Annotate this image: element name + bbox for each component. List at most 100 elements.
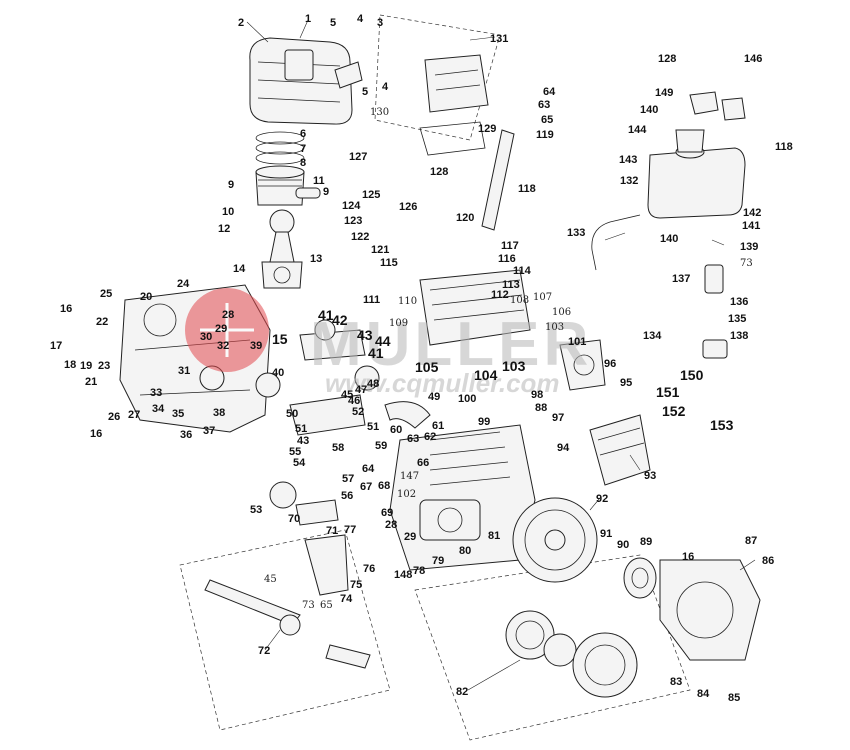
part-label-118b: 118 [775,141,793,153]
part-label-70: 70 [288,513,300,525]
recoil-starter [505,610,638,698]
part-label-136: 136 [730,296,748,308]
part-label-141: 141 [742,220,760,232]
part-label-41b: 41 [368,345,384,361]
part-label-3: 3 [377,17,383,29]
part-label-16c: 16 [682,551,694,563]
valve-cover [419,54,489,156]
part-label-23: 23 [98,360,110,372]
part-label-131: 131 [490,33,508,45]
part-label-28: 28 [222,309,234,321]
part-label-101: 101 [568,336,586,348]
part-label-88: 88 [535,402,547,414]
part-label-62: 62 [424,431,436,443]
part-label-43: 43 [357,327,373,343]
part-label-6: 6 [300,128,306,140]
part-label-28b: 28 [385,519,397,531]
part-label-40: 40 [272,367,284,379]
exhaust-flange [559,339,606,391]
part-label-27: 27 [128,409,140,421]
part-label-36: 36 [180,429,192,441]
part-label-15: 15 [272,331,288,347]
part-label-97: 97 [552,412,564,424]
part-label-46: 46 [348,395,360,407]
part-label-57: 57 [342,473,354,485]
part-label-128: 128 [430,166,448,178]
part-label-19: 19 [80,360,92,372]
muffler [249,37,363,125]
intake-elbow [589,414,651,486]
part-label-30: 30 [200,331,212,343]
starter-cup [623,557,657,599]
part-label-124: 124 [342,200,361,212]
part-label-90: 90 [617,539,629,551]
part-label-13: 13 [310,253,322,265]
part-label-105: 105 [415,359,439,375]
part-label-14: 14 [233,263,246,275]
part-label-66: 66 [417,457,429,469]
watermark-brand: MULLER [310,310,592,379]
part-label-117: 117 [501,240,519,252]
part-label-81: 81 [488,530,500,542]
governor-frame [179,529,391,731]
part-label-21: 21 [85,376,97,388]
part-label-115: 115 [380,257,398,269]
part-label-4: 4 [357,13,364,25]
part-label-58: 58 [332,442,344,454]
part-label-2: 2 [238,17,244,29]
part-label-135: 135 [728,313,746,325]
part-label-48: 48 [367,378,379,390]
part-label-126: 126 [399,201,417,213]
part-label-73b: 73 [740,258,753,269]
part-label-108: 108 [510,295,529,306]
part-label-139: 139 [740,241,758,253]
part-label-104: 104 [474,367,498,383]
part-label-29: 29 [215,323,227,335]
governor-linkage [204,579,371,669]
part-label-16: 16 [60,303,72,315]
part-label-103: 103 [545,322,564,333]
part-label-111: 111 [363,294,380,306]
part-label-63: 63 [407,433,419,445]
part-label-144: 144 [628,124,647,136]
leader-lines [246,19,756,691]
part-label-16b: 16 [90,428,102,440]
part-label-51: 51 [295,423,307,435]
part-label-129: 129 [478,123,496,135]
part-label-77: 77 [344,524,356,536]
part-label-65b: 65 [541,114,553,126]
part-label-31: 31 [178,365,190,377]
recoil-starter-frame [414,554,691,741]
part-label-61: 61 [432,420,444,432]
part-label-113: 113 [502,279,520,291]
part-label-45: 45 [341,389,353,401]
part-label-51b: 51 [367,421,379,433]
part-label-153: 153 [710,417,734,433]
part-label-103b: 103 [502,358,526,374]
part-label-143: 143 [619,154,637,166]
cylinder-block [389,424,536,571]
part-label-147: 147 [400,471,419,482]
part-label-112: 112 [491,289,509,301]
connecting-rod [261,209,303,289]
part-label-122: 122 [351,231,369,243]
part-label-52: 52 [352,406,364,418]
part-label-83: 83 [670,676,682,688]
part-label-4b: 4 [382,81,389,93]
part-label-123: 123 [344,215,362,227]
part-label-32: 32 [217,340,229,352]
part-label-149: 149 [655,87,673,99]
part-label-71: 71 [326,525,338,537]
part-label-128b: 128 [658,53,676,65]
fan-housing [659,559,761,661]
camshaft-gear [269,481,339,526]
part-label-41: 41 [318,307,334,323]
part-label-150: 150 [680,367,704,383]
part-label-99: 99 [478,416,490,428]
part-label-10: 10 [222,206,234,218]
part-label-60: 60 [390,424,402,436]
part-label-38: 38 [213,407,225,419]
part-label-24: 24 [177,278,190,290]
injector [481,129,515,231]
part-label-75: 75 [350,579,362,591]
